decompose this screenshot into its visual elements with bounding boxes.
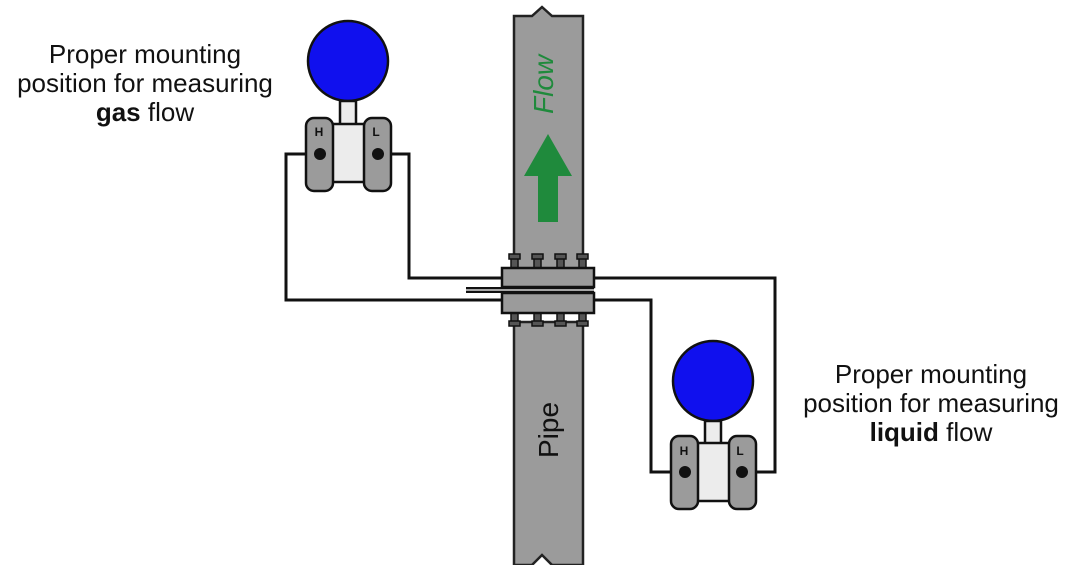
caption-word: flow bbox=[147, 97, 195, 127]
transmitter-body bbox=[694, 441, 732, 503]
high-port-label: H bbox=[680, 444, 689, 458]
pipe-break-mark bbox=[531, 553, 553, 565]
high-port bbox=[314, 148, 326, 160]
high-port-label: H bbox=[315, 125, 324, 139]
lower-flange bbox=[500, 291, 596, 315]
upper-flange bbox=[500, 266, 596, 289]
transmitter-body bbox=[329, 122, 367, 184]
gas-high-impulse-line bbox=[284, 152, 505, 302]
flow-label: Flow bbox=[528, 53, 559, 114]
caption-line: Proper mounting bbox=[834, 359, 1028, 389]
gas-low-impulse-line bbox=[378, 152, 505, 280]
liquid-transmitter: H L bbox=[669, 339, 758, 511]
gas-mounting-caption: Proper mounting position for measuring g… bbox=[4, 40, 286, 127]
caption-line: liquid flow bbox=[789, 418, 1073, 447]
pipe: Flow Pipe bbox=[512, 5, 585, 565]
caption-line: position for measuring bbox=[17, 68, 273, 98]
pipe-label: Pipe bbox=[533, 402, 564, 458]
flow-arrow bbox=[524, 134, 572, 222]
low-port bbox=[736, 466, 748, 478]
transmitter-head bbox=[671, 339, 755, 423]
caption-line: position for measuring bbox=[803, 388, 1059, 418]
liquid-mounting-caption: Proper mounting position for measuring l… bbox=[789, 360, 1073, 447]
caption-word: flow bbox=[946, 417, 993, 447]
low-port bbox=[372, 148, 384, 160]
liquid-low-impulse-line bbox=[593, 276, 777, 474]
impulse-lines bbox=[284, 152, 777, 474]
gas-transmitter: H L bbox=[304, 19, 393, 193]
caption-bold-word: gas bbox=[95, 97, 141, 127]
high-port bbox=[679, 466, 691, 478]
transmitter-head bbox=[306, 19, 390, 103]
transmitter-neck bbox=[338, 99, 358, 128]
low-port-label: L bbox=[736, 444, 743, 458]
flange-bolts-bottom bbox=[508, 312, 589, 327]
caption-line: Proper mounting bbox=[48, 39, 242, 69]
low-port-label: L bbox=[372, 125, 379, 139]
liquid-high-impulse-line bbox=[593, 298, 685, 474]
caption-line: gas flow bbox=[4, 98, 286, 127]
caption-bold-word: liquid bbox=[869, 417, 939, 447]
orifice-flange-assembly bbox=[466, 253, 596, 327]
